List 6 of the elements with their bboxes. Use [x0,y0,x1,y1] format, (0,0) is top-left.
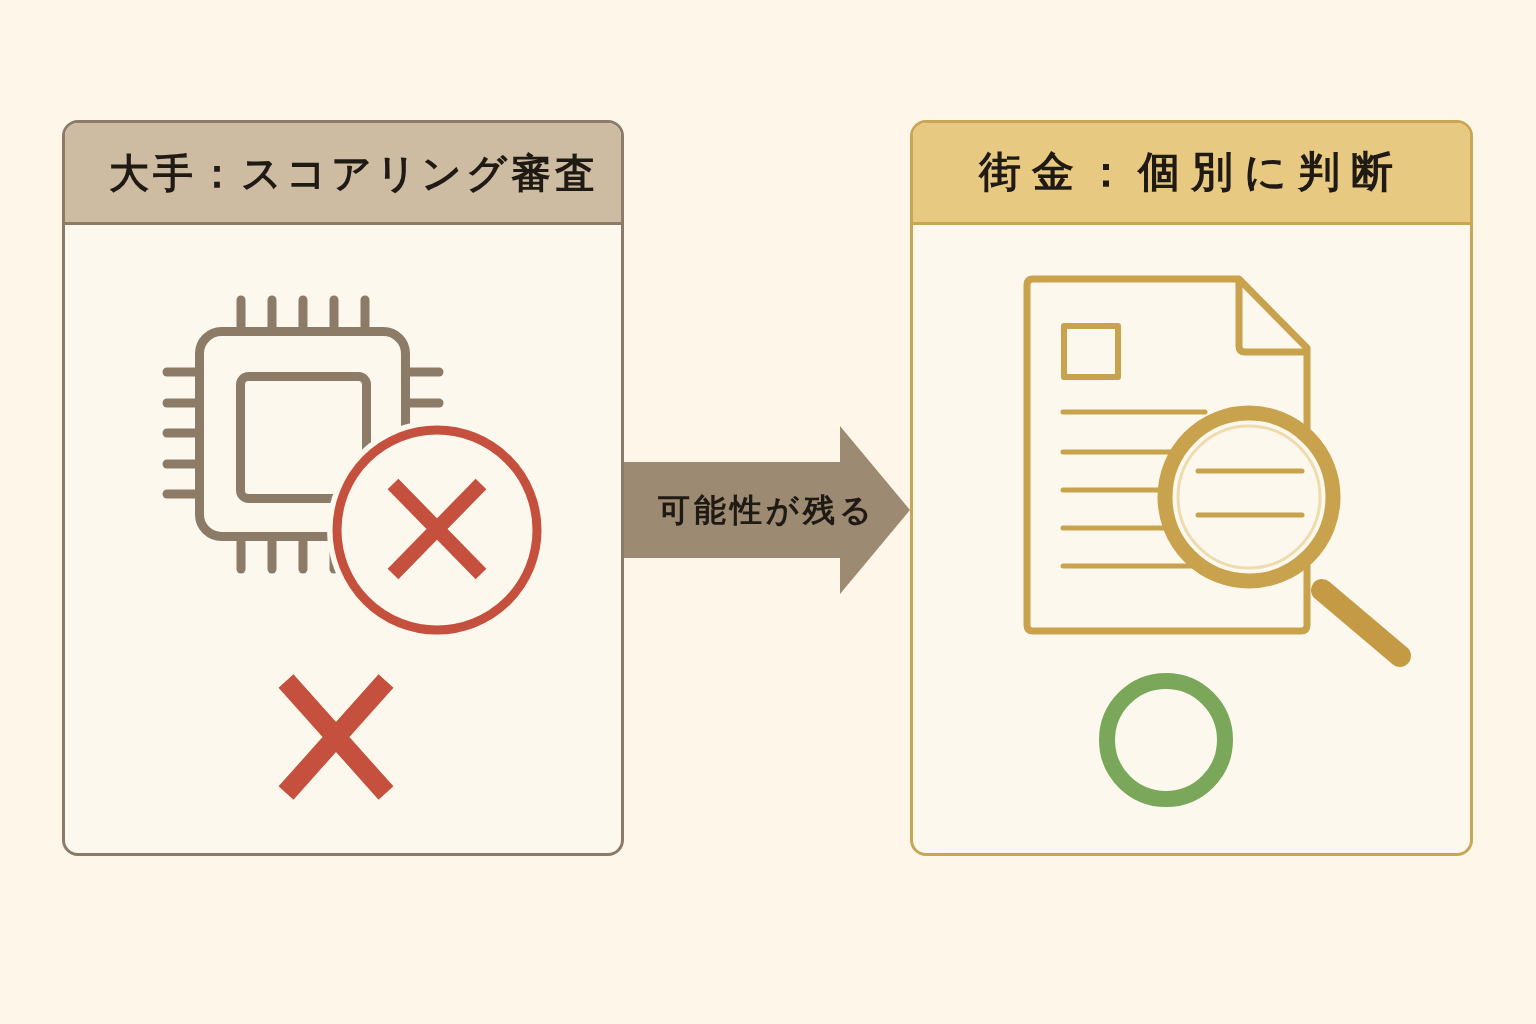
panel-heading: 大手：スコアリング審査 [109,149,599,196]
edge-label: 可能性が残る [658,491,876,529]
panel-heading: 街金：個別に判断 [979,148,1404,197]
block-arrow [624,426,910,594]
panel [910,120,1473,856]
panel [62,120,624,856]
